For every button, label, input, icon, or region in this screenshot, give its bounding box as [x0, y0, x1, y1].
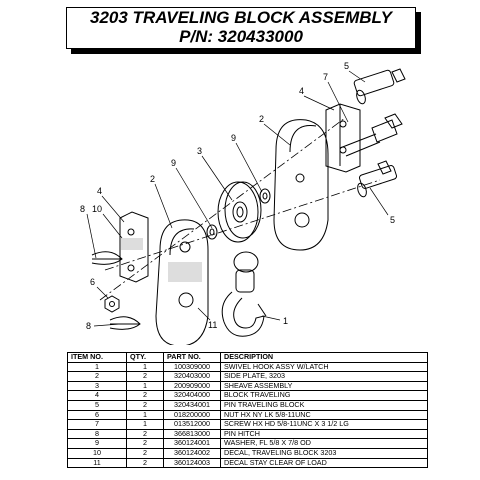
cell-part-no: 013512000	[163, 419, 221, 430]
cell-part-no: 360124001	[163, 438, 221, 449]
block-traveling-left	[119, 211, 149, 283]
block-traveling-right	[325, 103, 361, 173]
callout-9-right: 9	[231, 133, 236, 143]
header-item-no: ITEM NO.	[67, 352, 127, 363]
cell-qty: 2	[126, 399, 164, 411]
cell-item-no: 5	[67, 399, 127, 411]
cell-description: PIN TRAVELING BLOCK	[220, 399, 428, 411]
cell-qty: 2	[126, 371, 164, 382]
callout-8-upper: 8	[80, 204, 85, 214]
callout-4-right: 4	[299, 86, 304, 96]
callout-6: 6	[90, 277, 95, 287]
callout-9-left: 9	[171, 158, 176, 168]
header-part-no: PART NO.	[163, 352, 221, 363]
callout-1: 1	[283, 316, 288, 326]
cell-qty: 1	[126, 419, 164, 430]
part-number-title: P/N: 320433000	[179, 27, 303, 46]
pin-traveling-block-lower	[357, 160, 398, 198]
title-box: 3203 TRAVELING BLOCK ASSEMBLY P/N: 32043…	[66, 7, 416, 49]
cell-item-no: 10	[67, 447, 127, 459]
callout-5-top: 5	[344, 61, 349, 71]
washer-left	[206, 224, 218, 240]
screw-hex-head	[339, 113, 403, 157]
callout-numbers: 5 7 4 2 9 3 5 4 10 9 2 8 6 8 11 1	[80, 61, 395, 331]
nut-hex-lock	[104, 295, 120, 313]
cell-qty: 2	[126, 457, 164, 469]
callout-2-left: 2	[150, 174, 155, 184]
side-plate-left	[155, 219, 209, 345]
exploded-assembly-diagram: 5 7 4 2 9 3 5 4 10 9 2 8 6 8 11 1	[80, 61, 406, 345]
cell-item-no: 9	[67, 438, 127, 449]
callout-2-right: 2	[259, 114, 264, 124]
callout-8-lower: 8	[86, 321, 91, 331]
table-header-row: ITEM NO. QTY. PART NO. DESCRIPTION	[67, 352, 428, 363]
cell-description: WASHER, FL 5/8 X 7/8 OD	[220, 438, 428, 449]
washer-right	[259, 188, 271, 204]
assembly-centerlines	[99, 117, 381, 301]
cell-part-no: 320403000	[163, 371, 221, 382]
page-title: 3203 TRAVELING BLOCK ASSEMBLY	[90, 8, 392, 27]
cell-part-no: 360124002	[163, 447, 221, 459]
header-qty: QTY.	[126, 352, 164, 363]
hitch-pin-upper	[91, 251, 123, 265]
callout-10: 10	[92, 204, 102, 214]
side-plate-right	[273, 119, 329, 251]
cell-item-no: 7	[67, 419, 127, 430]
cell-part-no: 360124003	[163, 457, 221, 469]
sheave-assembly	[217, 181, 262, 243]
cell-description: DECAL, TRAVELING BLOCK 3203	[220, 447, 428, 459]
pin-traveling-block-top	[353, 68, 406, 105]
cell-item-no: 2	[67, 371, 127, 382]
leader-lines	[86, 70, 389, 327]
cell-qty: 2	[126, 438, 164, 449]
swivel-hook	[221, 251, 267, 337]
callout-3: 3	[197, 146, 202, 156]
cell-description: SCREW HX HD 5/8-11UNC X 3 1/2 LG	[220, 419, 428, 430]
cell-description: DECAL STAY CLEAR OF LOAD	[220, 457, 428, 469]
callout-5-lower: 5	[390, 215, 395, 225]
cell-qty: 2	[126, 447, 164, 459]
cell-part-no: 320434001	[163, 399, 221, 411]
hitch-pin-lower	[109, 316, 141, 330]
cell-item-no: 11	[67, 457, 127, 469]
callout-4-left: 4	[97, 186, 102, 196]
callout-7: 7	[323, 72, 328, 82]
header-description: DESCRIPTION	[220, 352, 428, 363]
callout-11: 11	[208, 320, 217, 330]
cell-description: SIDE PLATE, 3203	[220, 371, 428, 382]
